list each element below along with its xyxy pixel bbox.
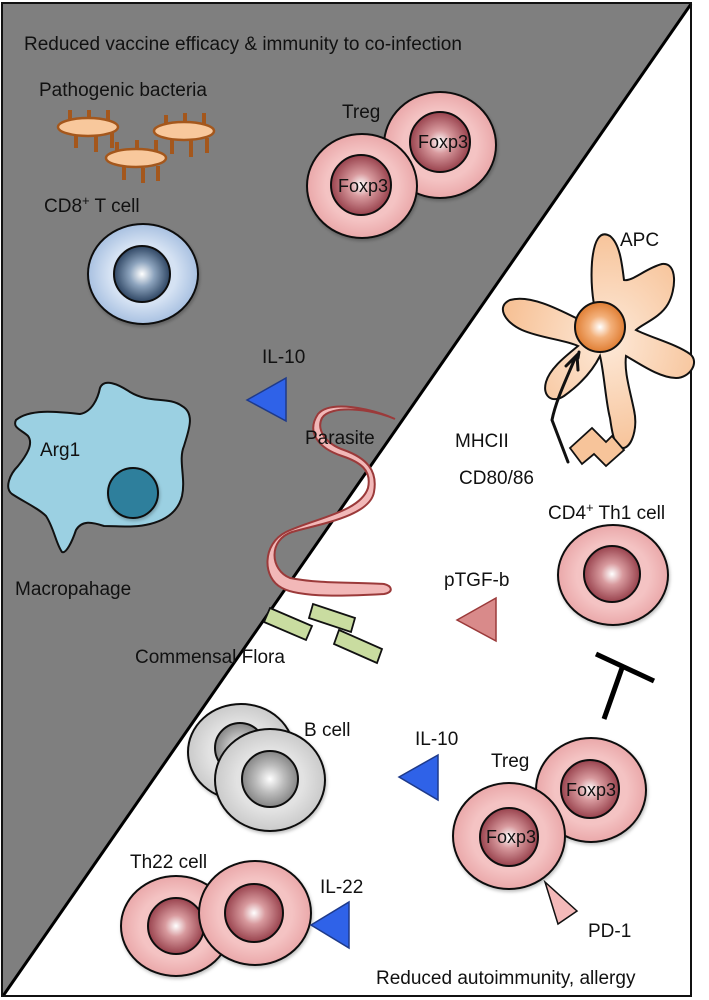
cd8-sup: +	[82, 193, 90, 208]
cd8-t-cell	[87, 223, 199, 325]
arg1-label: Arg1	[40, 440, 80, 461]
il10-bottom-triangle-icon	[397, 753, 439, 802]
treg-bottom-nucleus-label: Foxp3	[566, 780, 616, 800]
parasite-label: Parasite	[305, 428, 375, 449]
il22-label: IL-22	[320, 877, 363, 898]
pathogenic-bacteria-label: Pathogenic bacteria	[39, 80, 207, 101]
th22-cells	[120, 860, 312, 977]
cd4-th1-cell	[557, 524, 669, 626]
macrophage-nucleus	[107, 467, 159, 519]
apc-label: APC	[620, 230, 659, 251]
cd80-86-label: CD80/86	[459, 468, 534, 489]
ptgf-b-label: pTGF-b	[444, 570, 509, 591]
th22-cell	[198, 860, 312, 966]
ptgf-b-triangle-icon	[455, 596, 497, 643]
treg-cell	[306, 133, 418, 239]
treg-bottom-label: Treg	[491, 751, 529, 772]
antigen-arrow-icon	[550, 350, 581, 464]
mhcii-receptor-icon	[568, 426, 626, 468]
b-cell	[214, 728, 326, 832]
bottom-caption: Reduced autoimmunity, allergy	[376, 968, 636, 989]
pd1-label: PD-1	[588, 921, 631, 942]
commensal-flora-icon	[262, 602, 384, 665]
macrophage-label: Macropahage	[15, 579, 131, 600]
treg-top-nucleus-label: Foxp3	[338, 176, 388, 196]
cd8-prefix: CD8	[44, 196, 82, 217]
il22-triangle-icon	[309, 900, 350, 950]
diagonal-divider	[1, 3, 693, 997]
cd4-suffix: Th1 cell	[594, 503, 665, 524]
treg-bottom-nucleus-label: Foxp3	[486, 827, 536, 847]
treg-top-nucleus-label: Foxp3	[418, 132, 468, 152]
cd8-suffix: T cell	[90, 196, 140, 217]
treg-bottom-cells	[452, 737, 647, 890]
commensal-flora-label: Commensal Flora	[135, 647, 285, 668]
figure-border	[1, 2, 692, 997]
inhibition-icon	[594, 651, 656, 720]
pathogenic-bacteria-icon	[56, 110, 216, 183]
il10-bottom-label: IL-10	[415, 729, 458, 750]
cd4-prefix: CD4	[548, 503, 586, 524]
treg-top-cells	[306, 91, 497, 239]
cd4-sup: +	[586, 500, 594, 515]
il10-top-label: IL-10	[262, 347, 305, 368]
mhcii-label: MHCII	[455, 431, 509, 452]
bacterium	[56, 110, 120, 152]
treg-top-label: Treg	[342, 102, 380, 123]
bacterium	[152, 113, 216, 157]
th22-cell-label: Th22 cell	[130, 852, 207, 873]
b-cells	[187, 703, 326, 832]
parasite-icon	[266, 405, 396, 597]
b-cell-label: B cell	[304, 720, 350, 741]
apc-nucleus	[574, 301, 626, 353]
top-caption: Reduced vaccine efficacy & immunity to c…	[24, 34, 462, 55]
bacterium	[104, 140, 168, 183]
cd4-th1-label: CD4+ Th1 cell	[548, 500, 665, 524]
treg-cell	[452, 782, 566, 890]
pd1-receptor-icon	[543, 879, 579, 926]
il10-triangle-icon	[245, 376, 287, 423]
cd8-t-cell-label: CD8+ T cell	[44, 193, 140, 217]
